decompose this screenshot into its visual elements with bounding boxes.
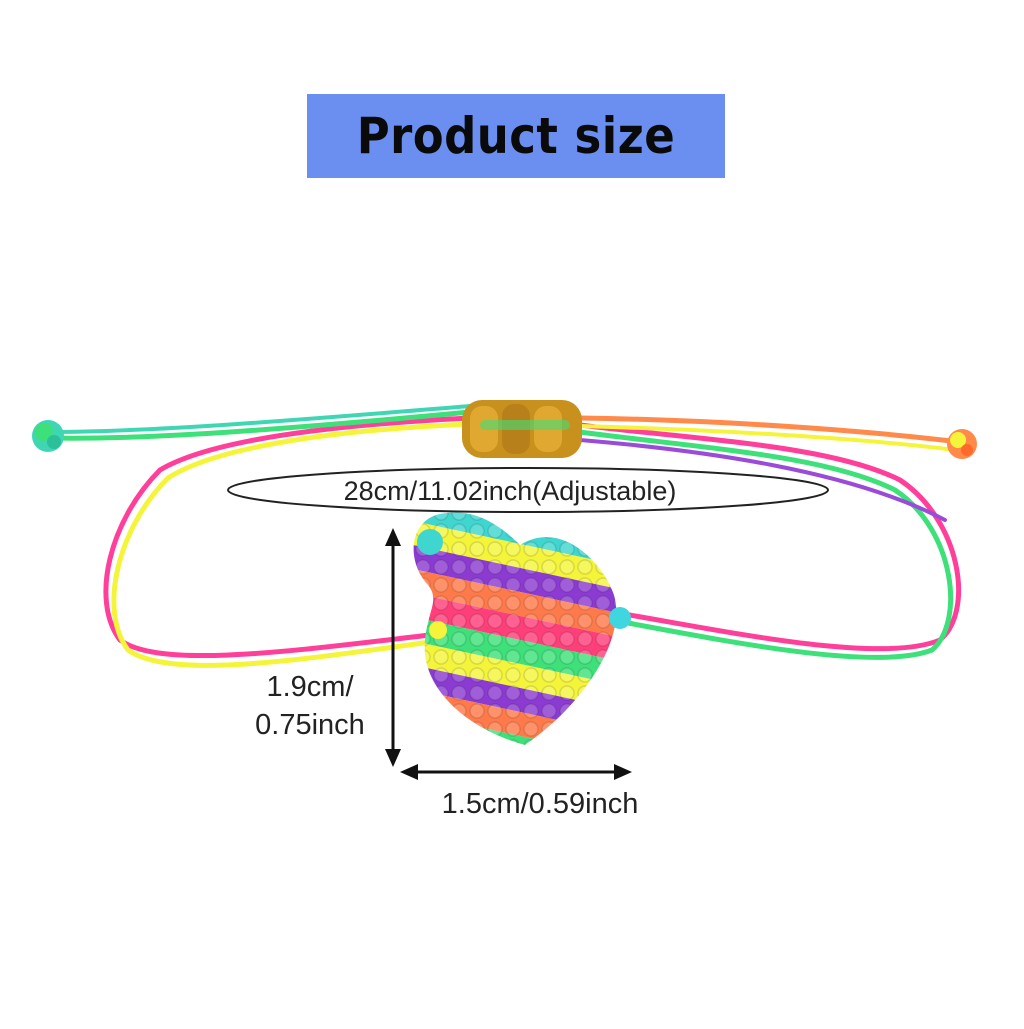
height-label-line1: 1.9cm/ [266, 671, 354, 703]
width-arrow [400, 764, 632, 780]
height-label-line2: 0.75inch [255, 709, 365, 741]
cord-group [47, 404, 963, 668]
right-end-knot [947, 429, 977, 459]
cord-right-green [577, 429, 954, 660]
heart-charm [413, 512, 631, 745]
cord-left-upper-green [47, 409, 473, 441]
height-label: 1.9cm/ 0.75inch [240, 668, 380, 744]
cord-right-yellow [578, 424, 957, 452]
length-ellipse [227, 467, 829, 513]
left-end-knot [32, 420, 64, 452]
cord-left-lower-yellow [111, 421, 473, 668]
height-arrow [385, 528, 401, 767]
page-title: Product size [356, 107, 676, 165]
length-label: 28cm/11.02inch(Adjustable) [343, 476, 677, 506]
cord-right-purple [578, 438, 947, 522]
sliding-knot [462, 400, 582, 458]
width-label: 1.5cm/0.59inch [441, 788, 639, 820]
cord-left-lower-pink [103, 415, 473, 659]
cord-right-orange [577, 415, 963, 445]
cord-left-upper-teal [48, 404, 472, 434]
cord-right-pink [577, 422, 962, 652]
title-banner: Product size [307, 94, 725, 178]
